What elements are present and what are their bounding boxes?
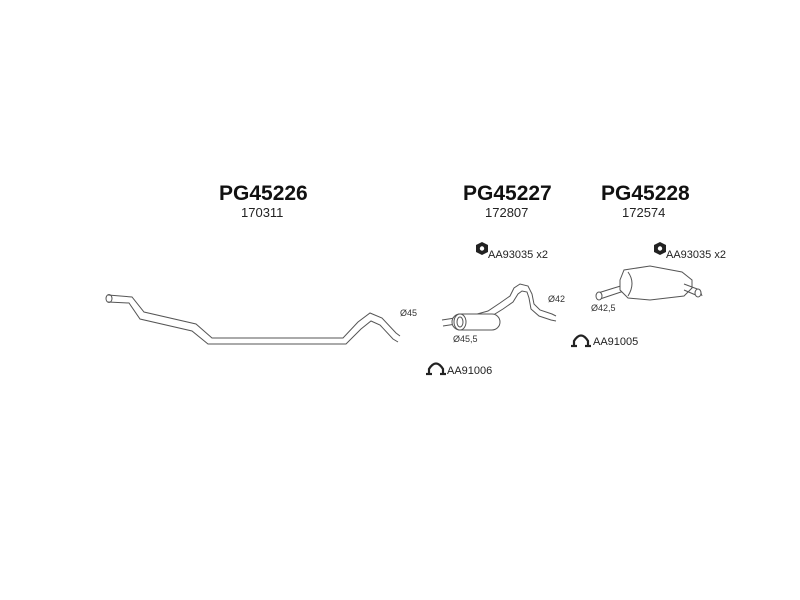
nut-label-227: AA93035 x2 bbox=[488, 249, 548, 261]
dimension-mid-outlet: Ø42 bbox=[548, 294, 566, 304]
rear-silencer-drawing bbox=[595, 265, 703, 301]
ref-rear-silencer: 172574 bbox=[622, 205, 666, 220]
ref-front-pipe: 170311 bbox=[241, 205, 284, 220]
nut-icon-228 bbox=[654, 242, 666, 255]
clamp-icon-227 bbox=[426, 362, 446, 376]
middle-silencer-drawing bbox=[441, 283, 557, 331]
part-number-rear-silencer: PG45228 bbox=[601, 182, 690, 205]
clamp-label-228: AA91005 bbox=[593, 336, 639, 348]
dimension-mid-inlet: Ø45,5 bbox=[453, 334, 478, 344]
part-number-middle-silencer: PG45227 bbox=[463, 182, 552, 205]
front-pipe-drawing bbox=[105, 294, 401, 345]
nut-label-228: AA93035 x2 bbox=[666, 249, 726, 261]
clamp-label-227: AA91006 bbox=[447, 365, 493, 377]
clamp-icon-228 bbox=[571, 334, 591, 348]
dimension-front-pipe: Ø45 bbox=[400, 308, 418, 318]
ref-middle-silencer: 172807 bbox=[485, 205, 529, 220]
part-number-front-pipe: PG45226 bbox=[219, 182, 308, 205]
dimension-rear-inlet: Ø42,5 bbox=[591, 303, 616, 313]
nut-icon-227 bbox=[476, 242, 488, 255]
